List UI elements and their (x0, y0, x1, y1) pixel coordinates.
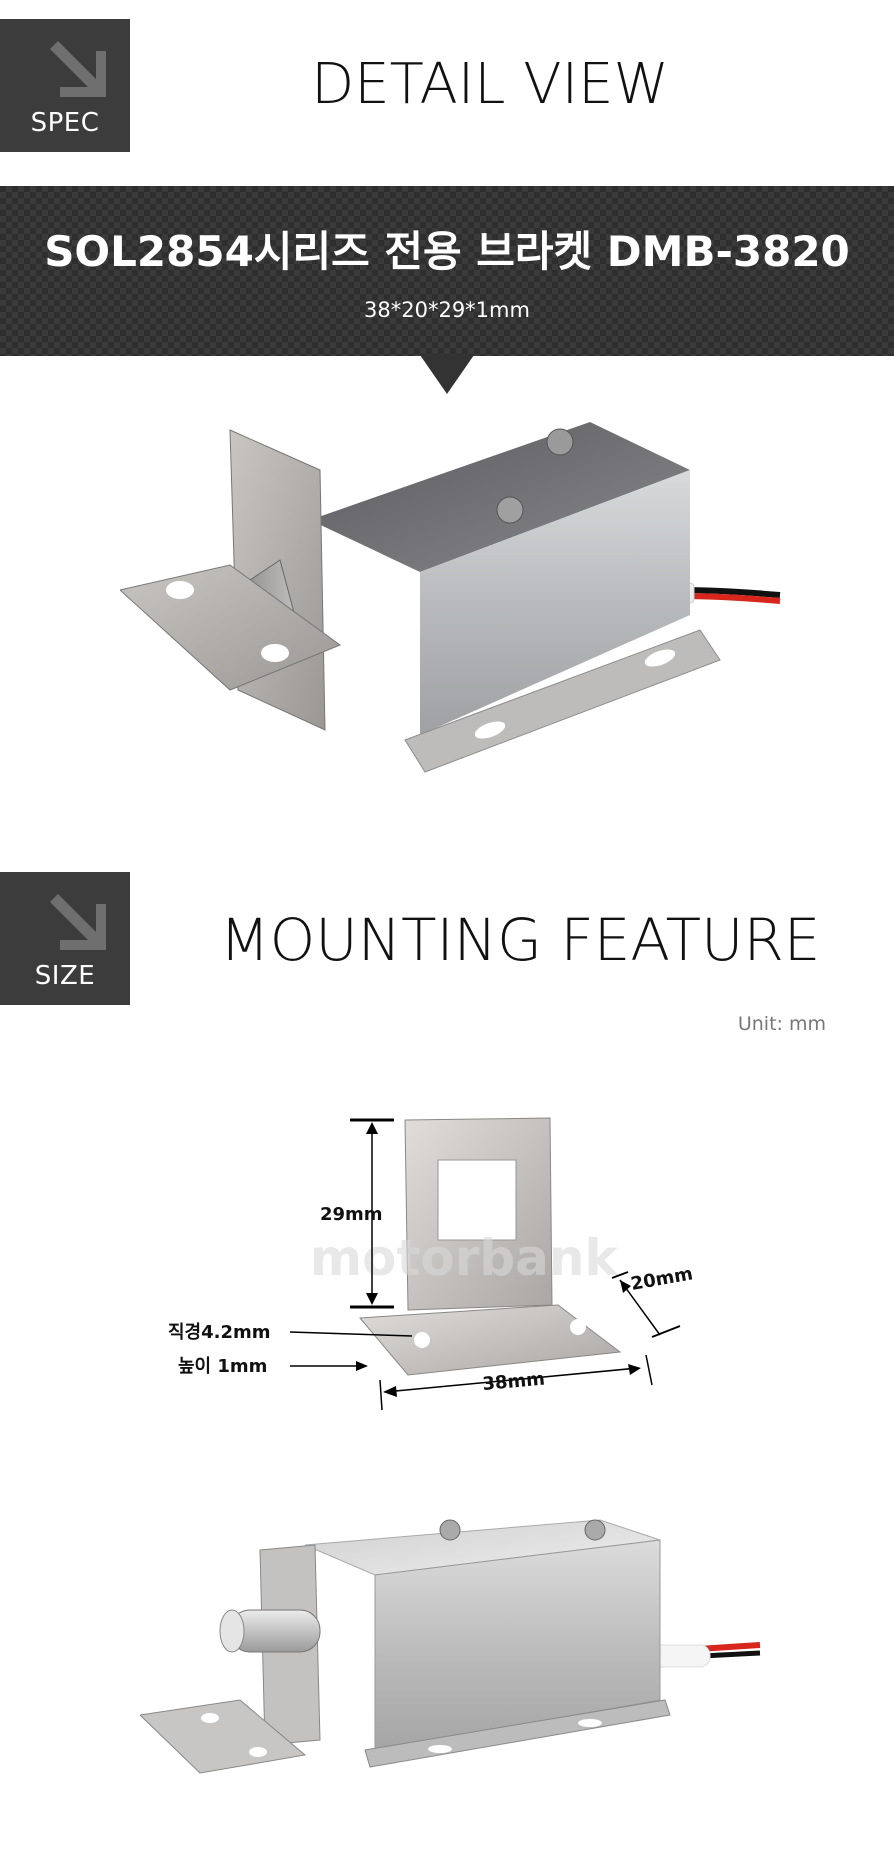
product-dimensions: 38*20*29*1mm (364, 298, 530, 322)
width-dimension-label: 38mm (482, 1369, 546, 1395)
arrow-down-right-icon (50, 894, 106, 950)
bracket-dimension-diagram: motorbank 29mm 20mm 38mm 직경4.2mm 높이 1mm (168, 1117, 694, 1411)
height-dimension-label: 29mm (320, 1204, 383, 1225)
spec-badge: SPEC (0, 19, 130, 152)
size-badge: SIZE (0, 872, 130, 1005)
size-badge-label: SIZE (34, 961, 96, 991)
depth-dimension-label: 20mm (629, 1263, 694, 1295)
band-notch (420, 355, 474, 394)
unit-label: Unit: mm (737, 1013, 826, 1035)
product-name: SOL2854시리즈 전용 브라켓 DMB-3820 (44, 227, 850, 276)
product-photo-detail (120, 422, 781, 773)
hole-diameter-label: 직경4.2mm (168, 1322, 271, 1343)
mounting-feature-title: MOUNTING FEATURE (219, 906, 821, 974)
watermark-text: motorbank (310, 1229, 619, 1287)
thickness-label: 높이 1mm (178, 1356, 267, 1377)
product-band: SOL2854시리즈 전용 브라켓 DMB-3820 38*20*29*1mm (0, 186, 894, 356)
arrow-down-right-icon (50, 41, 106, 97)
product-photo-mounting (140, 1519, 761, 1774)
detail-view-title: DETAIL VIEW (311, 52, 669, 117)
spec-badge-label: SPEC (30, 108, 100, 138)
